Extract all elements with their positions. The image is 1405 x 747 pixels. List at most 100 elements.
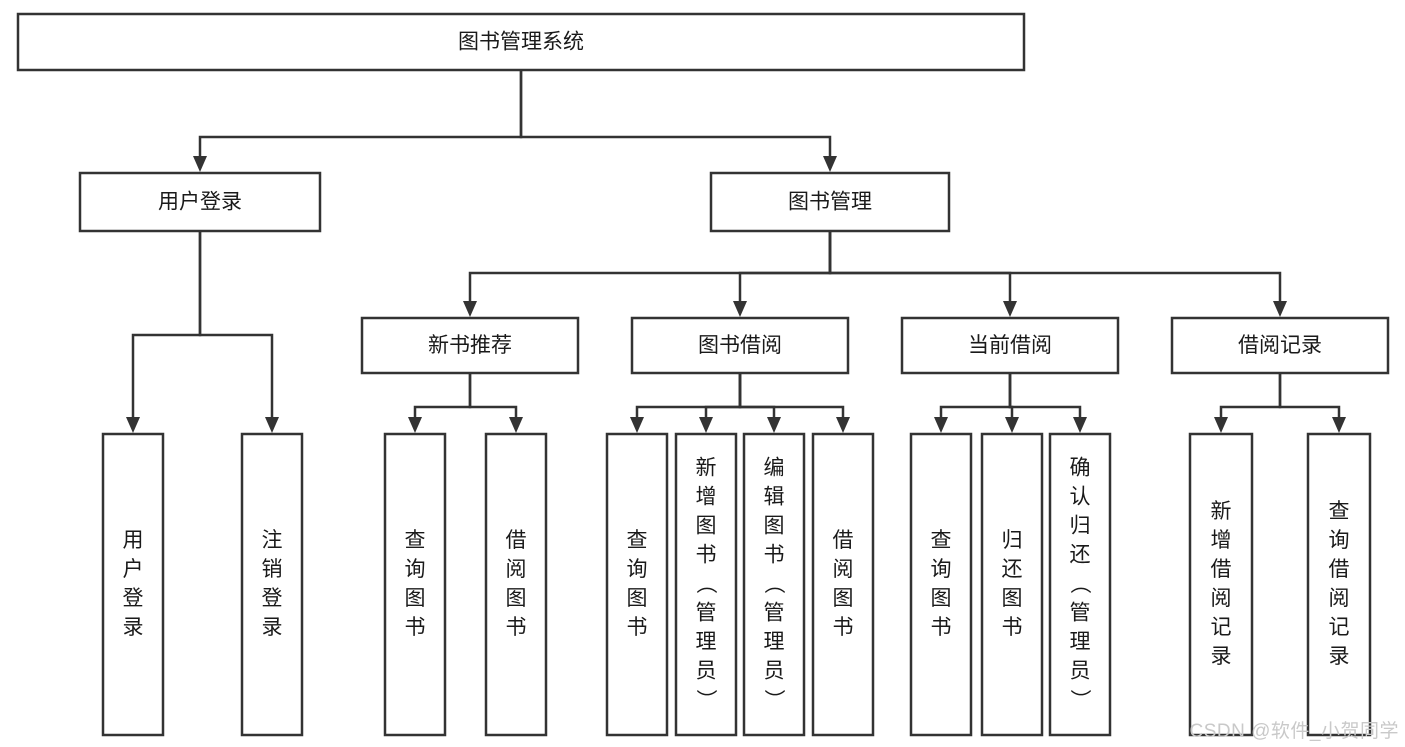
node-label-char: 借 [506, 529, 527, 552]
node-box[interactable] [1188, 432, 1254, 737]
node-borrow-record[interactable]: 借阅记录 [1170, 316, 1390, 375]
node-current-borrow[interactable]: 当前借阅 [900, 316, 1120, 375]
connector-new-book-rec-to-leaf-borrow-book-1 [468, 371, 523, 433]
node-box[interactable] [909, 432, 973, 737]
node-box[interactable] [605, 432, 669, 737]
node-label-char: 图 [833, 587, 854, 610]
node-label-char: 录 [123, 616, 144, 639]
node-label-char: 管 [1070, 602, 1091, 625]
connector-path [1008, 371, 1082, 423]
node-box[interactable] [360, 316, 580, 375]
connector-current-borrow-to-leaf-query-book-3 [934, 371, 1012, 433]
connector-path [738, 229, 832, 307]
node-label-char: 阅 [833, 558, 854, 581]
connector-new-book-rec-to-leaf-query-book-1 [408, 371, 472, 433]
node-label-char: 员 [1070, 660, 1091, 683]
node-label-char: 员 [764, 660, 785, 683]
node-label-char: 增 [1211, 529, 1232, 552]
node-label-char: 书 [696, 544, 717, 567]
connector-path [198, 229, 274, 423]
node-user-login[interactable]: 用户登录 [78, 171, 322, 233]
node-box[interactable] [484, 432, 548, 737]
node-box[interactable] [900, 316, 1120, 375]
node-label-char: 图 [931, 587, 952, 610]
node-box[interactable] [709, 171, 951, 233]
node-box[interactable] [674, 432, 738, 737]
node-box[interactable] [1170, 316, 1390, 375]
node-label-char: 阅 [506, 558, 527, 581]
node-label-char: 借 [1211, 558, 1232, 581]
connector-path [1278, 371, 1341, 423]
node-label-char: 阅 [1211, 587, 1232, 610]
connector-path [468, 371, 518, 423]
node-book-borrow[interactable]: 图书借阅 [630, 316, 850, 375]
node-box[interactable] [980, 432, 1044, 737]
node-label-char: 理 [1070, 631, 1091, 654]
node-label: 图书借阅 [698, 334, 782, 357]
connector-book-borrow-to-leaf-add-book [699, 371, 742, 433]
node-label-char: 查 [405, 529, 426, 552]
node-label-char: 还 [1002, 558, 1023, 581]
node-box[interactable] [630, 316, 850, 375]
arrow-head-icon [699, 417, 713, 433]
node-box[interactable] [1048, 432, 1112, 737]
node-label: 图书管理 [788, 191, 872, 214]
arrow-head-icon [1073, 417, 1087, 433]
node-label-char: 理 [696, 631, 717, 654]
node-label-char: 借 [1329, 558, 1350, 581]
connector-book-borrow-to-leaf-borrow-book-2 [738, 371, 850, 433]
node-label-char: （ [694, 573, 717, 594]
node-label-char: 录 [1329, 645, 1350, 668]
arrow-head-icon [193, 156, 207, 172]
node-box[interactable] [240, 432, 304, 737]
arrow-head-icon [1332, 417, 1346, 433]
arrow-head-icon [630, 417, 644, 433]
node-leaf-user-login[interactable]: 用户登录 [101, 432, 165, 737]
connector-user-login-to-leaf-user-login [126, 229, 202, 433]
node-label: 当前借阅 [968, 334, 1052, 357]
node-label-char: 登 [262, 587, 283, 610]
node-label-char: 增 [696, 486, 717, 509]
node-label: 用户登录 [158, 191, 242, 214]
node-box[interactable] [383, 432, 447, 737]
node-label-char: 询 [627, 558, 648, 581]
node-label-char: 询 [405, 558, 426, 581]
node-new-book-rec[interactable]: 新书推荐 [360, 316, 580, 375]
node-label-char: 询 [931, 558, 952, 581]
node-label-char: 认 [1070, 486, 1091, 509]
node-book-manage[interactable]: 图书管理 [709, 171, 951, 233]
arrow-head-icon [1003, 301, 1017, 317]
node-box[interactable] [101, 432, 165, 737]
arrow-head-icon [463, 301, 477, 317]
node-label-char: 查 [931, 529, 952, 552]
node-box[interactable] [16, 12, 1026, 72]
connector-root-to-user-login [193, 68, 523, 172]
connector-current-borrow-to-leaf-return-book [1005, 371, 1019, 433]
node-box[interactable] [78, 171, 322, 233]
connector-layer [126, 68, 1346, 433]
node-label-char: 询 [1329, 529, 1350, 552]
node-label-char: 户 [123, 558, 144, 581]
connector-path [738, 371, 845, 423]
node-label-char: （ [1068, 573, 1091, 594]
connector-book-manage-to-borrow-record [828, 229, 1287, 317]
node-box[interactable] [1306, 432, 1372, 737]
node-label-char: 书 [764, 544, 785, 567]
arrow-head-icon [934, 417, 948, 433]
node-box[interactable] [742, 432, 806, 737]
node-root[interactable]: 图书管理系统 [16, 12, 1026, 72]
node-box[interactable] [811, 432, 875, 737]
